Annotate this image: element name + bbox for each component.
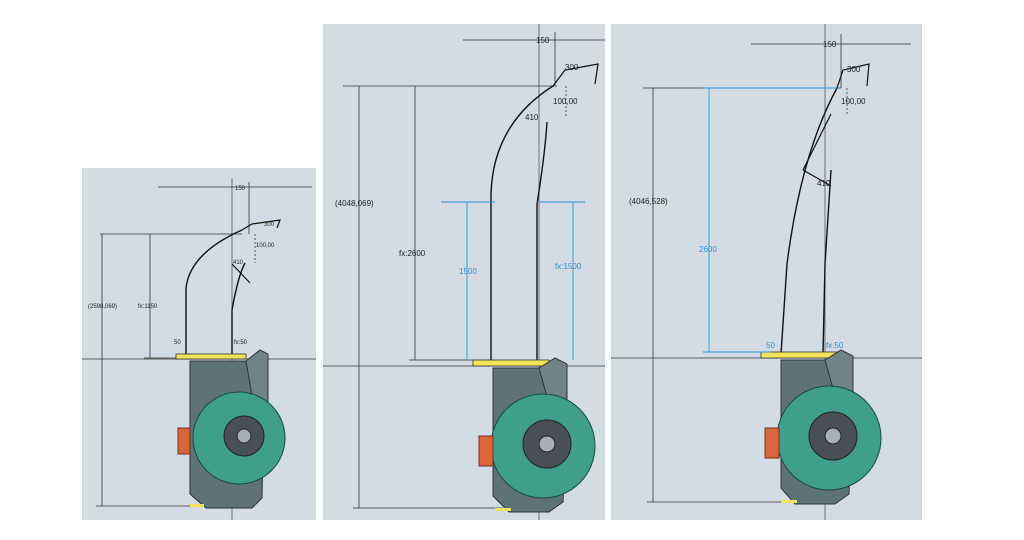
top-width-label: 150 xyxy=(536,36,550,45)
drawing-panel-short-chute: (2598,069) fx:1150 150 300 100,00 410 50… xyxy=(82,168,316,520)
base-right-label: fx:50 xyxy=(826,341,844,350)
tip-width-label: 300 xyxy=(565,63,579,72)
rotor-shaft xyxy=(236,428,252,444)
base-left-label: 50 xyxy=(174,340,181,346)
tip-angle-label: 100,00 xyxy=(553,97,578,106)
drawing-canvas: (2598,069) fx:1150 150 300 100,00 410 50… xyxy=(82,178,316,520)
foot-pad xyxy=(781,500,797,503)
chute-tip xyxy=(241,219,281,231)
top-width-label: 150 xyxy=(235,186,246,192)
tip-width-label: 300 xyxy=(264,222,275,228)
base-left-label: 50 xyxy=(766,341,775,350)
inner-right-height-label: fx:1500 xyxy=(555,262,582,271)
overall-height-label: (4048,069) xyxy=(335,199,374,208)
overall-height-label: (2598,069) xyxy=(88,304,117,310)
drawing-canvas: (4046,528) 2600 150 300 100,00 410 50 fx… xyxy=(611,24,922,520)
drawing-panel-angled-chute: (4046,528) 2600 150 300 100,00 410 50 fx… xyxy=(611,24,922,520)
chute-tip xyxy=(836,63,870,89)
tip-width-label: 300 xyxy=(847,65,861,74)
chute-outer-wall xyxy=(185,229,243,356)
drawing-canvas: (4048,069) fx:2600 1500 fx:1500 150 300 … xyxy=(323,24,605,520)
drive-coupling xyxy=(478,435,494,467)
rotor-shaft xyxy=(538,435,556,453)
base-plate xyxy=(472,359,550,367)
tip-angle-label: 100,00 xyxy=(841,97,866,106)
tip-angle-label: 100,00 xyxy=(256,243,275,249)
top-width-label: 150 xyxy=(823,40,837,49)
chute-deflector-lip xyxy=(802,169,832,187)
chute-deflector xyxy=(231,263,251,284)
chute-deflector xyxy=(802,113,832,171)
chute-tip xyxy=(552,63,599,87)
foot-pad xyxy=(495,508,511,511)
motor-bracket xyxy=(245,349,269,409)
chute-outer-wall xyxy=(490,85,554,360)
base-right-label: fx:50 xyxy=(234,340,248,346)
tube-section-label: 410 xyxy=(525,113,539,122)
straight-height-label: fx:2600 xyxy=(399,249,426,258)
foot-pad xyxy=(190,504,204,507)
rotor-shaft xyxy=(824,427,842,445)
straight-height-label: fx:1150 xyxy=(138,304,158,310)
tube-section-label: 410 xyxy=(817,179,831,188)
drawing-panel-tall-chute: (4048,069) fx:2600 1500 fx:1500 150 300 … xyxy=(323,24,605,520)
chute-inner-wall xyxy=(536,121,548,360)
tube-section-label: 410 xyxy=(233,260,244,266)
straight-height-label: 2600 xyxy=(699,245,717,254)
chute-inner-wall xyxy=(231,262,246,356)
inner-left-height-label: 1500 xyxy=(459,267,477,276)
base-plate xyxy=(175,353,247,360)
drive-coupling xyxy=(764,427,780,459)
chute-outer-wall xyxy=(780,87,838,355)
chute-inner-wall xyxy=(822,169,832,355)
drive-coupling xyxy=(177,427,191,455)
overall-height-label: (4046,528) xyxy=(629,197,668,206)
